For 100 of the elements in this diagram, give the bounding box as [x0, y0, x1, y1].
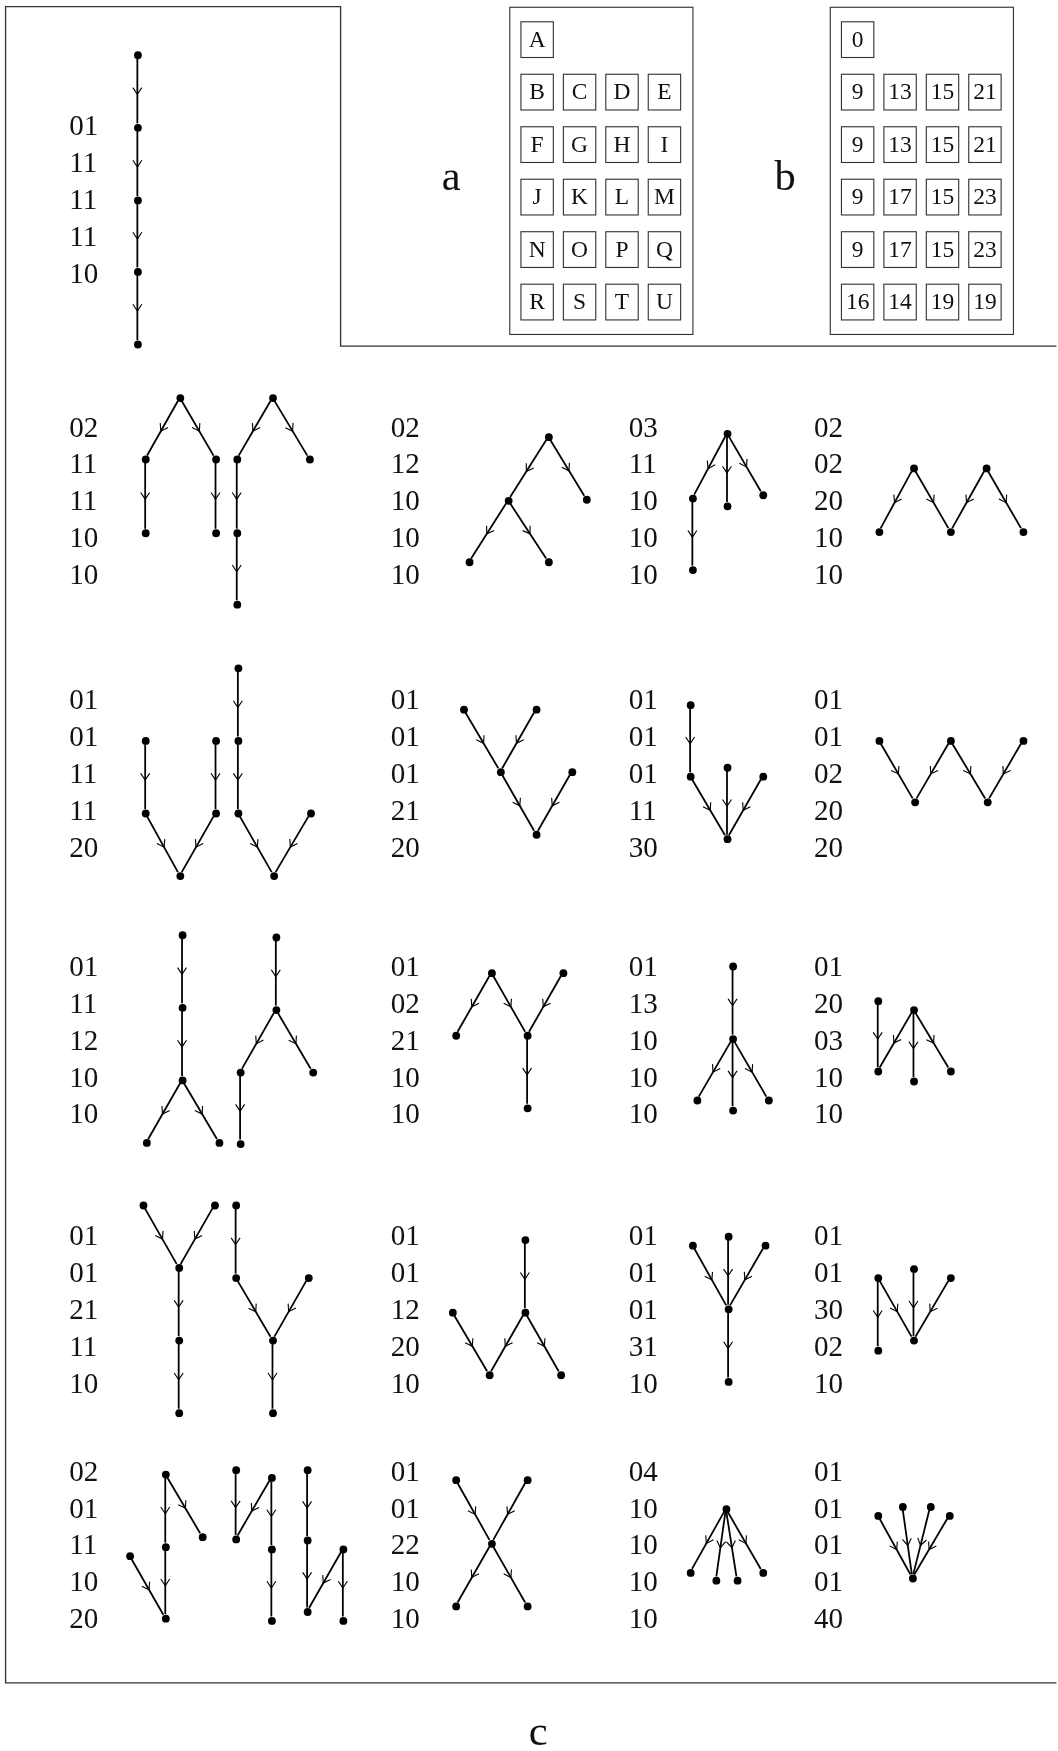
number-label: 01 — [628, 720, 658, 754]
vertex-dot — [233, 663, 242, 672]
arrow — [872, 1003, 883, 1068]
number-label: 01 — [69, 683, 99, 717]
number-label: 10 — [69, 1565, 99, 1600]
arrow — [132, 130, 143, 197]
arrow — [901, 1509, 913, 1575]
number-label: 10 — [69, 521, 99, 555]
vertex-dot — [232, 455, 241, 463]
number-label: 01 — [69, 950, 99, 984]
number-label: 02 — [390, 410, 420, 445]
vertex-dot — [686, 700, 695, 709]
vertex-dot — [909, 1005, 918, 1014]
arrow — [522, 1038, 533, 1105]
arrow — [266, 1480, 277, 1546]
arrow — [230, 1207, 241, 1275]
number-label: 01 — [814, 720, 844, 754]
arrow — [456, 1482, 491, 1541]
vertex-dot — [268, 1336, 277, 1344]
arrow — [230, 1472, 241, 1536]
number-label: 20 — [390, 1330, 420, 1364]
number-label: 11 — [628, 794, 657, 828]
number-label: 10 — [814, 558, 844, 592]
number-label: 20 — [814, 794, 844, 828]
arrow — [913, 1517, 949, 1576]
vertex-dot — [211, 455, 220, 463]
vertex-dot — [141, 528, 150, 537]
number-label: 01 — [628, 1293, 658, 1327]
arrow — [276, 1011, 312, 1070]
number-label: 10 — [69, 1366, 99, 1401]
arrow — [177, 937, 188, 1005]
vertex-dot — [686, 1568, 695, 1577]
arrow — [525, 1314, 560, 1373]
number-label: 10 — [814, 1060, 844, 1095]
number-label: 02 — [814, 1330, 844, 1364]
arrow — [177, 1010, 188, 1077]
arrow — [528, 975, 562, 1033]
vertex-dot — [303, 1607, 311, 1616]
vertex-dot — [232, 528, 241, 537]
vertex-dot — [723, 501, 731, 510]
arrow — [878, 1012, 913, 1069]
vertex-dot — [758, 772, 767, 780]
vertex-dot — [141, 809, 150, 817]
arrow — [728, 435, 762, 493]
number-label: 11 — [69, 1528, 98, 1563]
vertex-dot — [728, 962, 737, 970]
number-label: 02 — [814, 410, 844, 445]
panel-label: c — [528, 1706, 548, 1751]
number-label: 10 — [390, 1565, 420, 1600]
number-label: 01 — [628, 683, 658, 717]
number-label: 10 — [628, 1491, 658, 1526]
vertex-dot — [198, 1532, 207, 1541]
number-label: 01 — [814, 1565, 844, 1600]
arrow — [693, 435, 727, 496]
vertex-dot — [233, 809, 242, 817]
number-label: 10 — [69, 1097, 99, 1132]
vertex-dot — [161, 1470, 170, 1478]
vertex-dot — [945, 1511, 954, 1520]
number-label: 20 — [390, 830, 420, 865]
arrow — [456, 975, 491, 1033]
vertex-dot — [909, 464, 918, 472]
arrow — [130, 1558, 165, 1616]
vertex-dot — [214, 1138, 223, 1147]
arrow — [231, 535, 242, 602]
vertex-dot — [873, 1346, 882, 1354]
vertex-dot — [303, 1536, 311, 1544]
vertex-dot — [451, 1031, 460, 1040]
number-label: 10 — [814, 1366, 844, 1401]
vertex-dot — [178, 1075, 186, 1084]
arrow — [691, 778, 726, 837]
arrow — [210, 743, 221, 810]
vertex-dot — [532, 705, 540, 713]
number-label: 10 — [628, 1060, 658, 1095]
arrow — [236, 1280, 272, 1338]
number-label: 01 — [814, 1219, 844, 1253]
number-label: 21 — [390, 794, 420, 828]
grid-cell: 9 — [840, 126, 875, 164]
vertex-dot — [908, 1574, 917, 1582]
vertex-dot — [1019, 527, 1027, 536]
arrow — [685, 707, 696, 774]
vertex-dot — [487, 968, 496, 977]
vertex-dot — [496, 767, 505, 776]
vertex-dot — [946, 1273, 955, 1282]
vertex-dot — [459, 705, 468, 713]
vertex-dot — [983, 797, 992, 806]
vertex-dot — [1019, 736, 1027, 745]
arrow — [173, 1343, 184, 1410]
number-label: 10 — [628, 1366, 658, 1401]
vertex-dot — [338, 1544, 347, 1553]
vertex-dot — [451, 1475, 460, 1484]
arrow — [274, 815, 310, 874]
number-label: 21 — [69, 1293, 99, 1327]
number-label: 10 — [69, 558, 99, 592]
number-label: 01 — [814, 1455, 844, 1489]
vertex-dot — [133, 340, 142, 348]
arrow — [232, 743, 243, 810]
vertex-dot — [723, 429, 731, 438]
vertex-dot — [232, 600, 241, 609]
vertex-dot — [728, 1106, 737, 1114]
number-label: 01 — [628, 950, 658, 984]
